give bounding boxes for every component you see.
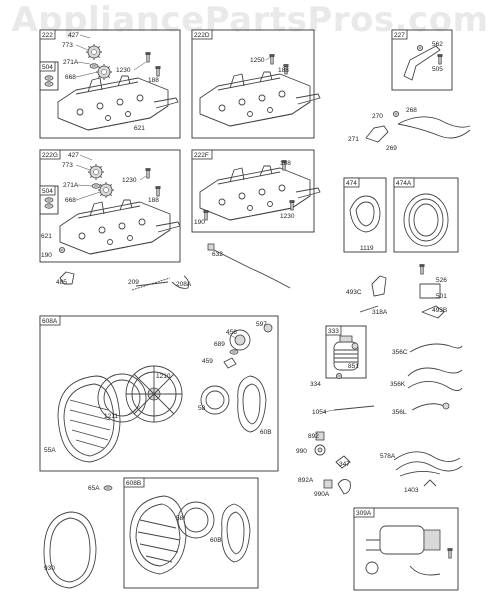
label-55A: 55A <box>44 447 56 454</box>
tag-309A: 309A <box>356 510 372 517</box>
label-188: 188 <box>148 77 159 84</box>
tag-474: 474 <box>346 180 357 187</box>
tag-504a: 504 <box>42 64 53 71</box>
label-990A: 990A <box>314 491 330 498</box>
label-990: 990 <box>296 448 307 455</box>
label-1119: 1119 <box>360 245 374 252</box>
label-190: 190 <box>41 252 52 259</box>
box-222F <box>191 149 315 233</box>
label-271A: 271A <box>63 59 79 66</box>
tag-608A: 608A <box>42 318 58 325</box>
label-269: 269 <box>386 145 397 152</box>
label-60B: 60B <box>260 429 272 436</box>
label-271: 271 <box>348 136 359 143</box>
box-608A <box>39 315 279 472</box>
box-309A <box>353 507 459 591</box>
label-668: 668 <box>65 197 76 204</box>
label-892: 892 <box>308 433 319 440</box>
label-188: 188 <box>280 160 291 167</box>
label-562: 562 <box>432 41 443 48</box>
watermark-text: AppliancePartsPros.com <box>11 0 489 40</box>
label-1210: 1210 <box>156 373 171 380</box>
box-333 <box>325 325 367 379</box>
label-930: 930 <box>44 565 55 572</box>
label-188: 188 <box>278 67 289 74</box>
box-474A <box>393 177 459 253</box>
tag-227: 227 <box>394 32 405 39</box>
label-58: 58 <box>176 515 184 522</box>
label-356K: 356K <box>390 381 406 388</box>
label-1250: 1250 <box>250 57 265 64</box>
group-tags: 222 504 222D 227 222G 504 222F 474 474A … <box>39 29 415 518</box>
tag-333: 333 <box>328 328 339 335</box>
label-689: 689 <box>214 341 225 348</box>
tag-474A: 474A <box>396 180 412 187</box>
leader-lines <box>75 34 335 417</box>
label-459: 459 <box>202 358 213 365</box>
label-1230: 1230 <box>280 213 295 220</box>
label-851: 851 <box>348 363 359 370</box>
box-608B <box>123 477 259 589</box>
part-drawings <box>43 43 471 589</box>
part-labels: 427 773 271A 668 1230 188 621 1250 188 5… <box>41 32 447 572</box>
tag-222F: 222F <box>194 152 209 159</box>
label-892A: 892A <box>298 477 314 484</box>
label-270: 270 <box>372 113 383 120</box>
label-773: 773 <box>62 42 73 49</box>
label-1054: 1054 <box>312 409 327 416</box>
label-318A: 318A <box>372 309 388 316</box>
label-209: 209 <box>128 279 139 286</box>
tag-608B: 608B <box>126 480 141 487</box>
label-621: 621 <box>134 125 145 132</box>
label-1230: 1230 <box>116 67 131 74</box>
label-1230: 1230 <box>122 177 137 184</box>
tag-222: 222 <box>42 32 53 39</box>
label-334: 334 <box>310 381 321 388</box>
tag-222G: 222G <box>42 152 58 159</box>
label-190: 190 <box>194 219 205 226</box>
label-65A: 65A <box>88 485 100 492</box>
label-578A: 578A <box>380 453 396 460</box>
label-773: 773 <box>62 162 73 169</box>
label-597: 597 <box>256 321 267 328</box>
box-222G <box>39 149 181 263</box>
label-60B: 60B <box>210 537 222 544</box>
tag-222D: 222D <box>194 32 210 39</box>
label-347: 347 <box>339 461 350 468</box>
label-356C: 356C <box>392 349 408 356</box>
label-58: 58 <box>198 405 206 412</box>
label-505: 505 <box>432 66 443 73</box>
label-208A: 208A <box>176 281 192 288</box>
label-1211: 1211 <box>104 413 118 420</box>
label-668: 668 <box>65 74 76 81</box>
label-493B: 493B <box>432 307 447 314</box>
label-526: 526 <box>436 277 447 284</box>
box-222D <box>191 29 315 139</box>
label-485: 485 <box>56 279 67 286</box>
label-632: 632 <box>212 251 223 258</box>
tag-504b: 504 <box>42 188 53 195</box>
label-456: 456 <box>226 329 237 336</box>
box-474 <box>343 177 387 253</box>
label-493C: 493C <box>346 289 362 296</box>
label-427: 427 <box>68 152 79 159</box>
box-227 <box>391 29 453 91</box>
label-501: 501 <box>436 293 447 300</box>
label-1403: 1403 <box>404 487 419 494</box>
label-268: 268 <box>406 107 417 114</box>
label-188: 188 <box>148 197 159 204</box>
label-621: 621 <box>41 233 52 240</box>
label-271A: 271A <box>63 182 79 189</box>
box-222 <box>39 29 181 139</box>
label-356L: 356L <box>392 409 407 416</box>
label-427: 427 <box>68 32 79 39</box>
